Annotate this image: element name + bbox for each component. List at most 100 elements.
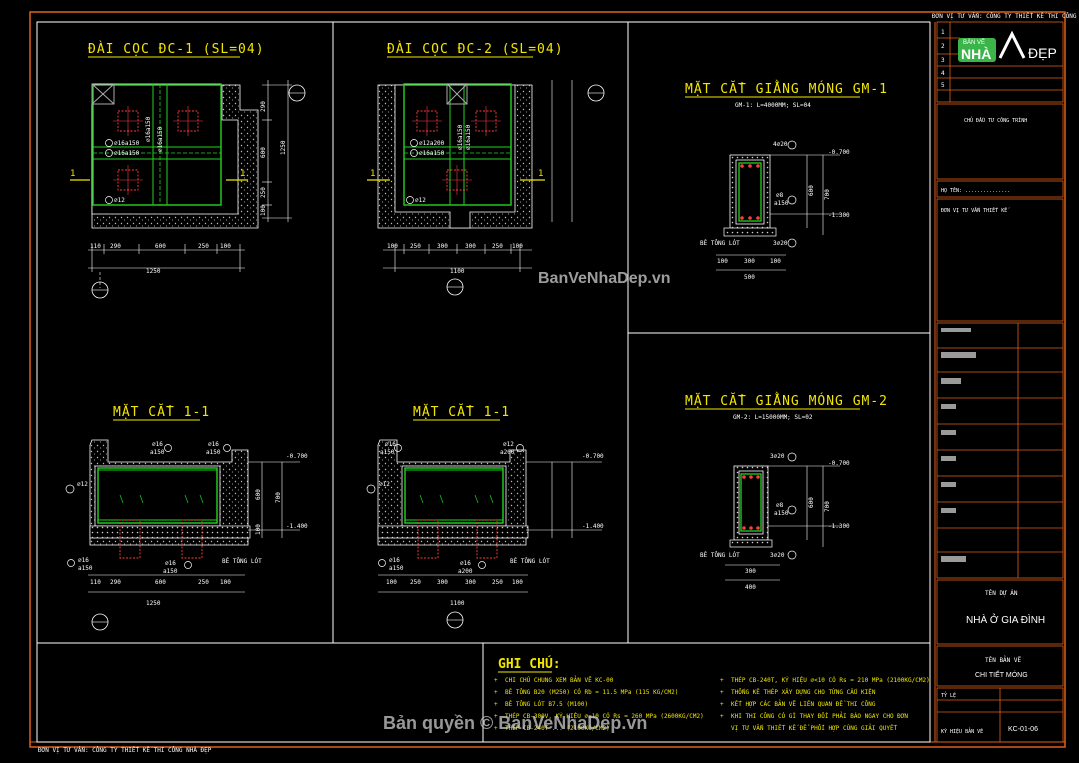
note-left-2: BÊ TÔNG B20 (M250) CÓ Rb = 11.5 MPa (115… [505, 688, 678, 696]
owner-name: HỌ TÊN: ............... [941, 186, 1010, 194]
gm1-bar-bot: 3⌀20 [773, 240, 788, 247]
dc1-section-left: 1 [70, 169, 75, 179]
dc1-dim-r4: 100 [260, 205, 267, 216]
mc1b-lbl-2: a150 [380, 449, 395, 456]
note-left-5: THÉP CB-240T ... (2100KG/CM2) [505, 724, 610, 732]
mc1b-dim-b6: 100 [512, 579, 523, 586]
drawing-label: TÊN BẢN VẼ [985, 656, 1022, 664]
mc1b-lbl-8: ⌀16 [460, 560, 471, 567]
gm2-dim-total: 400 [745, 584, 756, 591]
mc1b-lbl-10: BÊ TÔNG LÓT [510, 557, 550, 565]
dc2-dim-b2: 250 [410, 243, 421, 250]
ground-beam-gm1-section: MẶT CẮT GIẰNG MÓNG GM-1 GM-1: L=4000MM; … [685, 80, 888, 281]
gm1-stirrup-spacing: a150 [774, 200, 789, 207]
dc1-dim-r3: 250 [260, 187, 267, 198]
mc1a-dim-b5: 100 [220, 579, 231, 586]
mc1a-lbl-10: BÊ TÔNG LÓT [222, 557, 262, 565]
company-top-text: ĐƠN VỊ TƯ VẤN: CÔNG TY THIẾT KẾ THI CÔNG… [932, 12, 1079, 20]
note-right-3: KẾT HỢP CÁC BẢN VẼ LIÊN QUAN ĐỂ THI CÔNG [731, 700, 876, 708]
project-name: NHÀ Ở GIA ĐÌNH [966, 613, 1045, 626]
svg-text:+: + [494, 725, 498, 732]
dc2-dim-b3: 300 [437, 243, 448, 250]
row-num-3: 3 [941, 57, 945, 64]
mc1b-title: MẶT CẮT 1-1 [413, 404, 510, 420]
note-right-5: VỊ TƯ VẤN THIẾT KẾ ĐỂ PHỐI HỢP CÙNG GIẢI… [731, 724, 898, 732]
gm2-lean-concrete: BÊ TÔNG LÓT [700, 551, 740, 559]
mc1a-lbl-1: ⌀16 [152, 441, 163, 448]
gm1-dim-b2: 300 [744, 258, 755, 265]
mc1a-lbl-2: a150 [150, 449, 165, 456]
mc1b-lbl-9: a200 [458, 568, 473, 575]
gm1-stirrup: ⌀8 [776, 192, 784, 199]
mc1a-lbl-3: ⌀16 [208, 441, 219, 448]
signature-placeholders [941, 328, 976, 562]
gm2-dim-r1: 600 [808, 497, 815, 508]
dc1-bar-1: ⌀16a150 [114, 140, 140, 147]
mc1a-dim-b4: 250 [198, 579, 209, 586]
sheet-code: KC-01-06 [1008, 726, 1038, 733]
logo-dep-text: ĐẸP [1028, 45, 1057, 61]
gm2-level-top: -0.700 [828, 460, 850, 467]
notes-title: GHI CHÚ: [498, 656, 561, 672]
mc1b-lbl-3: ⌀12 [503, 441, 514, 448]
dc2-bar-5: ⌀12 [415, 197, 426, 204]
mc1a-lbl-8: ⌀16 [165, 560, 176, 567]
ground-beam-gm2-section: MẶT CẮT GIẰNG MÓNG GM-2 GM-2: L=15000MM;… [685, 392, 888, 591]
gm2-level-bot: -1.300 [828, 523, 850, 530]
gm1-bar-top: 4⌀20 [773, 141, 788, 148]
mc1b-level-top: -0.700 [582, 453, 604, 460]
mc1a-level-top: -0.700 [286, 453, 308, 460]
note-right-1: THÉP CB-240T, KÝ HIỆU ⌀<10 CÓ Rs = 210 M… [731, 676, 930, 684]
mc1b-dim-b3: 300 [437, 579, 448, 586]
dc2-section-right: 1 [538, 169, 543, 179]
dc2-dim-b4: 300 [465, 243, 476, 250]
dc1-section-right: 1 [240, 169, 245, 179]
mc1a-lbl-5: ⌀12 [77, 481, 88, 488]
dc2-title: ĐÀI CỌC ĐC-2 (SL=04) [387, 41, 564, 57]
gm2-title: MẶT CẮT GIẰNG MÓNG GM-2 [685, 392, 888, 409]
pile-cap-dc1-plan: ĐÀI CỌC ĐC-1 (SL=04) 1 1 [70, 41, 306, 299]
mc1a-dim-total: 1250 [146, 600, 161, 607]
logo-top-text: BẢN VẼ [963, 39, 985, 46]
mc1a-lbl-7: a150 [78, 565, 93, 572]
gm1-dim-b1: 100 [717, 258, 728, 265]
row-num-2: 2 [941, 43, 945, 50]
mc1a-title: MẶT CẮT 1-1 [113, 404, 210, 420]
gm1-level-bot: -1.300 [828, 212, 850, 219]
dc1-dim-rtotal: 1250 [280, 140, 287, 155]
dc1-dim-b2: 290 [110, 243, 121, 250]
dc2-dim-total: 1100 [450, 268, 465, 275]
gm1-title: MẶT CẮT GIẰNG MÓNG GM-1 [685, 80, 888, 97]
gm2-stirrup-spacing: a150 [774, 510, 789, 517]
mc1b-lbl-4: a200 [500, 449, 515, 456]
note-left-1: CHI CHÚ CHUNG XEM BẢN VẼ KC-00 [505, 676, 614, 684]
dc1-dim-r2: 600 [260, 147, 267, 158]
gm2-bar-top: 3⌀20 [770, 453, 785, 460]
gm1-dim-total: 500 [744, 274, 755, 281]
mc1b-dim-b4: 300 [465, 579, 476, 586]
mc1a-dim-b1: 110 [90, 579, 101, 586]
dc1-dim-b4: 250 [198, 243, 209, 250]
gm2-subtitle: GM-2: L=15000MM; SL=02 [733, 414, 813, 421]
gm2-dim-r2: 700 [824, 501, 831, 512]
dc2-dim-b1: 100 [387, 243, 398, 250]
row-num-4: 4 [941, 70, 945, 77]
title-block [936, 21, 1064, 743]
drawing-name: CHI TIẾT MÓNG [975, 669, 1028, 679]
note-left-3: BÊ TÔNG LÓT B7.5 (M100) [505, 700, 588, 708]
mc1a-lbl-4: a150 [206, 449, 221, 456]
scale-label: TỶ LỆ [941, 691, 956, 699]
note-right-4: KHI THI CÔNG CÓ GÌ THAY ĐỔI PHẢI BÁO NGA… [731, 712, 908, 720]
svg-text:+: + [494, 701, 498, 708]
dc2-bar-2: ⌀16a150 [419, 150, 445, 157]
dc2-dim-b6: 100 [512, 243, 523, 250]
mc1b-lbl-5: ⌀12 [379, 481, 390, 488]
dc1-bar-4: ⌀16a150 [157, 126, 164, 152]
mc1a-dim-b2: 290 [110, 579, 121, 586]
dc2-bar-1: ⌀12a200 [419, 140, 445, 147]
dc2-dim-b5: 250 [492, 243, 503, 250]
mc1a-lbl-9: a150 [163, 568, 178, 575]
svg-text:+: + [494, 713, 498, 720]
consultant-label: ĐƠN VỊ TƯ VẤN THIẾT KẾ [941, 206, 1010, 214]
